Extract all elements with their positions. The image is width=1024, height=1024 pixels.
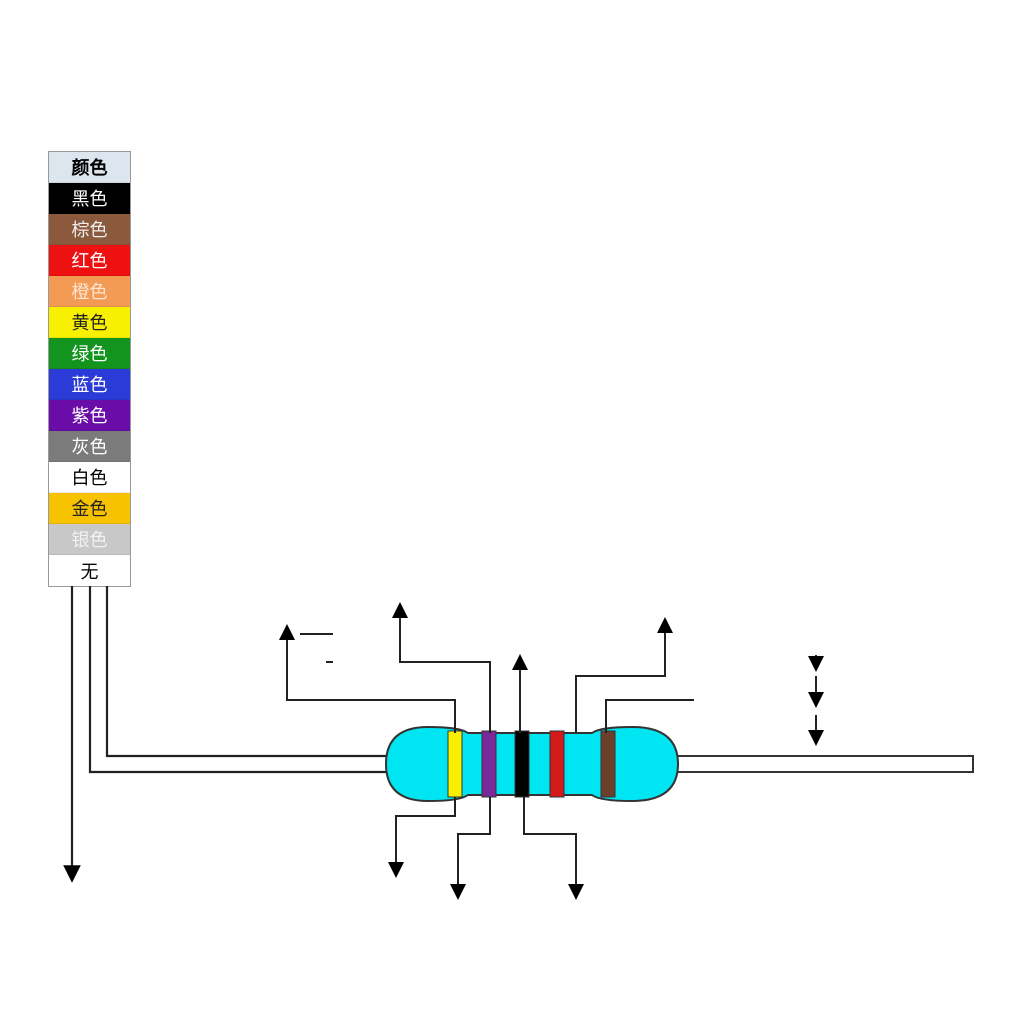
pointer-lines	[279, 602, 694, 900]
legend-row: 无	[49, 555, 130, 586]
right-lead-wire	[670, 755, 974, 773]
band-violet	[481, 730, 497, 798]
pointer-band4-up	[575, 617, 673, 733]
legend-connector-lines	[63, 586, 392, 883]
legend-row: 灰色	[49, 431, 130, 462]
annotation-marks	[300, 633, 824, 746]
band-brown	[600, 730, 616, 798]
band-red	[549, 730, 565, 798]
legend-row: 棕色	[49, 214, 130, 245]
pointer-band1-up	[279, 624, 456, 733]
pointer-band5-right	[605, 699, 694, 733]
pointer-band2-up	[392, 602, 491, 733]
legend-row: 银色	[49, 524, 130, 555]
legend-header: 颜色	[49, 152, 130, 183]
legend-row: 蓝色	[49, 369, 130, 400]
legend-row: 黄色	[49, 307, 130, 338]
legend-row: 绿色	[49, 338, 130, 369]
band-yellow	[447, 730, 463, 798]
pointer-band3-down	[523, 797, 584, 900]
legend-row: 橙色	[49, 276, 130, 307]
color-code-legend: 颜色 黑色棕色红色橙色黄色绿色蓝色紫色灰色白色金色银色无	[48, 151, 131, 587]
legend-row: 金色	[49, 493, 130, 524]
legend-row: 白色	[49, 462, 130, 493]
pointer-band2-down	[450, 797, 491, 900]
legend-row: 黑色	[49, 183, 130, 214]
legend-connector-lead-outer	[88, 586, 392, 774]
band-black	[514, 730, 530, 798]
legend-row: 红色	[49, 245, 130, 276]
resistor-body	[384, 725, 680, 803]
legend-row: 紫色	[49, 400, 130, 431]
legend-connector-lead-inner	[105, 586, 392, 758]
pointer-band1-down	[388, 797, 456, 878]
